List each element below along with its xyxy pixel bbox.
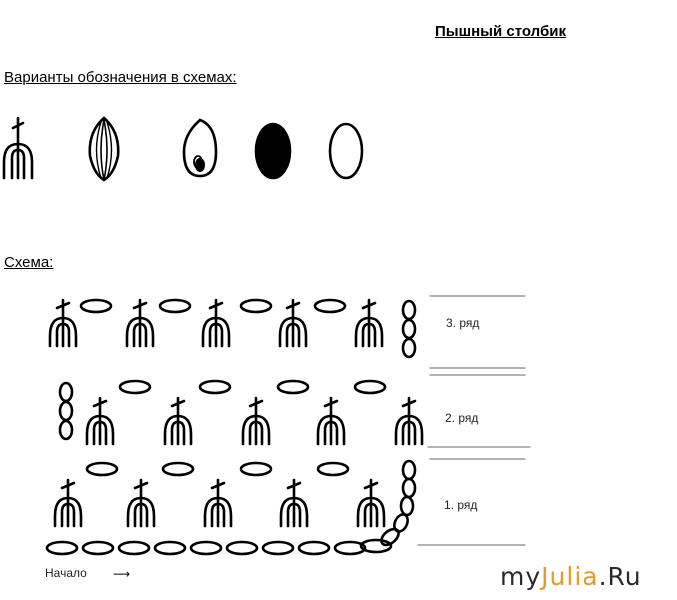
start-arrow-icon: ⟶ (113, 567, 131, 581)
row-3-stitches (48, 298, 417, 359)
puff-stitch-leaf-icon (88, 116, 120, 182)
row-1-stitches (53, 459, 417, 547)
puff-stitch-drop-icon (182, 118, 218, 178)
row-rules (417, 295, 531, 546)
row-label-2: 2. ряд (445, 411, 479, 425)
foundation-chain (45, 538, 393, 556)
row-label-3: 3. ряд (446, 316, 480, 330)
filled-oval-icon (254, 122, 292, 180)
page-title: Пышный столбик (435, 23, 566, 40)
puff-stitch-fan-icon (2, 116, 34, 180)
logo-part-julia: Julia (541, 562, 599, 591)
row-2-stitches (58, 379, 424, 446)
row-label-1: 1. ряд (444, 498, 478, 512)
start-label: Начало (45, 566, 87, 580)
logo-part-my: my (500, 562, 542, 591)
logo-part-ru: .Ru (598, 562, 642, 591)
variants-heading: Варианты обозначения в схемах: (4, 69, 237, 86)
scheme-heading: Схема: (4, 254, 54, 271)
open-oval-icon (328, 122, 364, 180)
site-logo: myJulia.Ru (500, 562, 642, 591)
